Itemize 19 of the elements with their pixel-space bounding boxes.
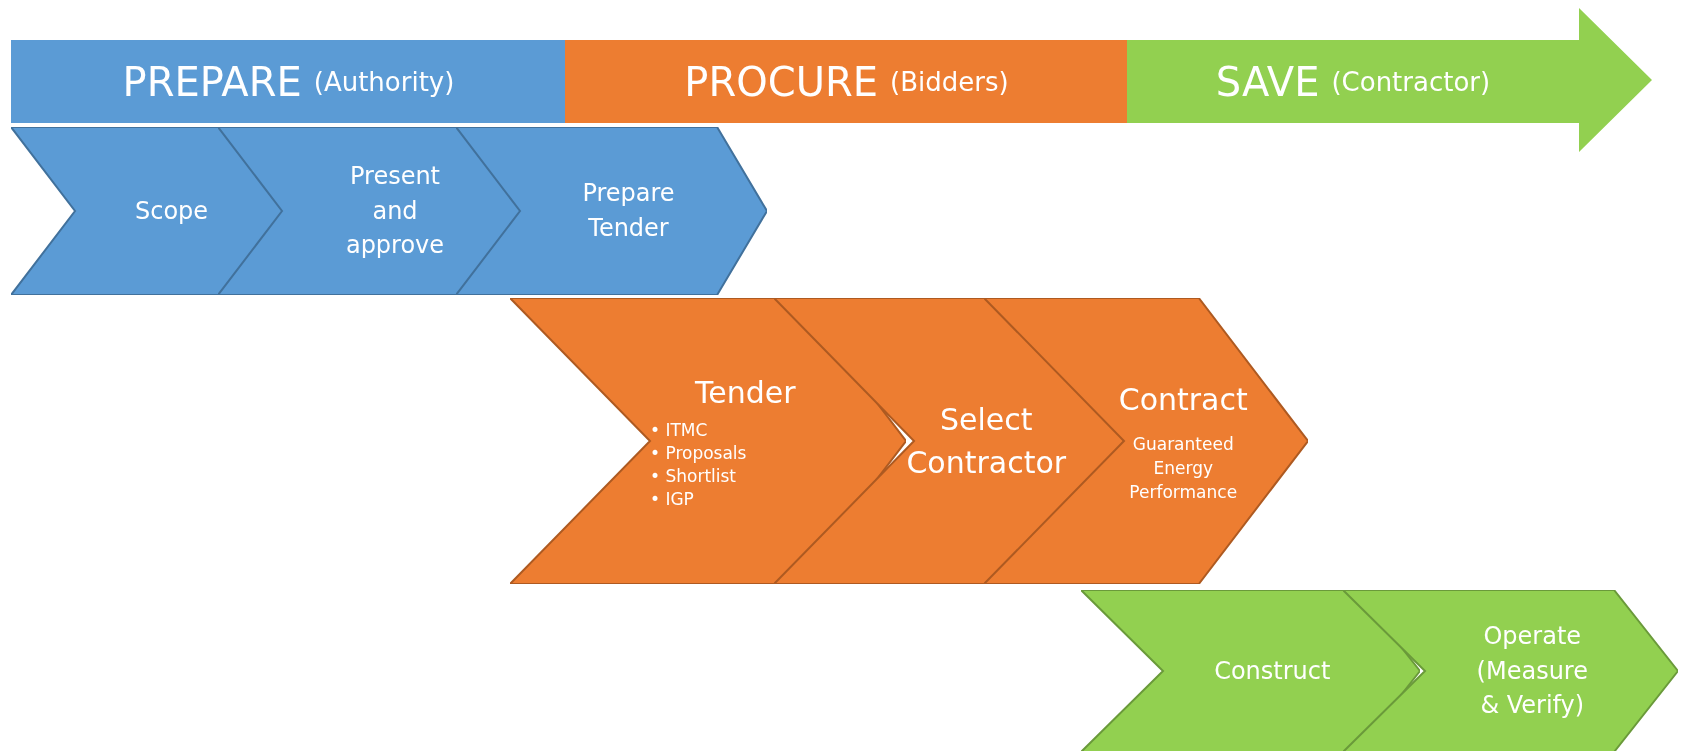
phase-role: (Bidders) [890,66,1009,97]
step-title: Select Contractor [906,400,1067,482]
bullet-item: • Proposals [650,441,747,465]
step-title: Contract [1118,381,1248,420]
bullet-item: • Shortlist [650,464,738,488]
step-title: Operate (Measure & Verify) [1475,620,1589,722]
bullet-item: • IGP [650,487,695,511]
phase-role: (Authority) [313,66,455,97]
step-title: Scope [134,195,209,227]
phase-title: SAVE [1215,58,1320,105]
step-note: Guaranteed Energy Performance [1128,432,1239,504]
phase-title: PREPARE [122,58,302,105]
step-title: Prepare Tender [581,178,676,244]
step-title: Tender [694,374,796,413]
bullet-item: • ITMC [650,418,709,442]
phase-title: PROCURE [684,58,879,105]
phase-role: (Contractor) [1331,66,1491,97]
step-title: Construct [1214,655,1331,687]
step-title: Present and approve [344,160,446,262]
